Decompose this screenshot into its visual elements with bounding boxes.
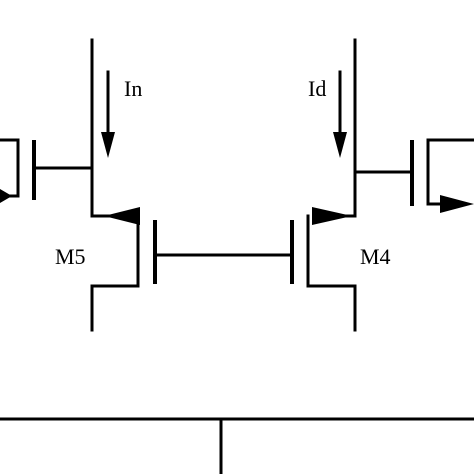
right-partial-arrow bbox=[440, 195, 474, 213]
transistor-m4: M4 bbox=[290, 207, 391, 332]
m5-drain bbox=[90, 214, 140, 332]
m4-drain bbox=[306, 214, 357, 332]
label-m5: M5 bbox=[55, 244, 86, 269]
id-current-arrow bbox=[333, 132, 347, 158]
bottom-bus bbox=[0, 417, 474, 474]
left-partial-arrow bbox=[0, 189, 12, 203]
transistor-m5: M5 bbox=[55, 207, 157, 332]
left-partial-device bbox=[0, 138, 94, 203]
right-partial-device bbox=[353, 138, 474, 213]
right-rail: Id bbox=[308, 38, 357, 218]
label-m4: M4 bbox=[360, 244, 391, 269]
left-rail: In bbox=[90, 38, 142, 218]
label-in: In bbox=[124, 76, 142, 101]
m4-source-arrow bbox=[312, 207, 352, 225]
m5-source-arrow bbox=[104, 207, 140, 225]
in-current-arrow bbox=[101, 132, 115, 158]
label-id: Id bbox=[308, 76, 326, 101]
